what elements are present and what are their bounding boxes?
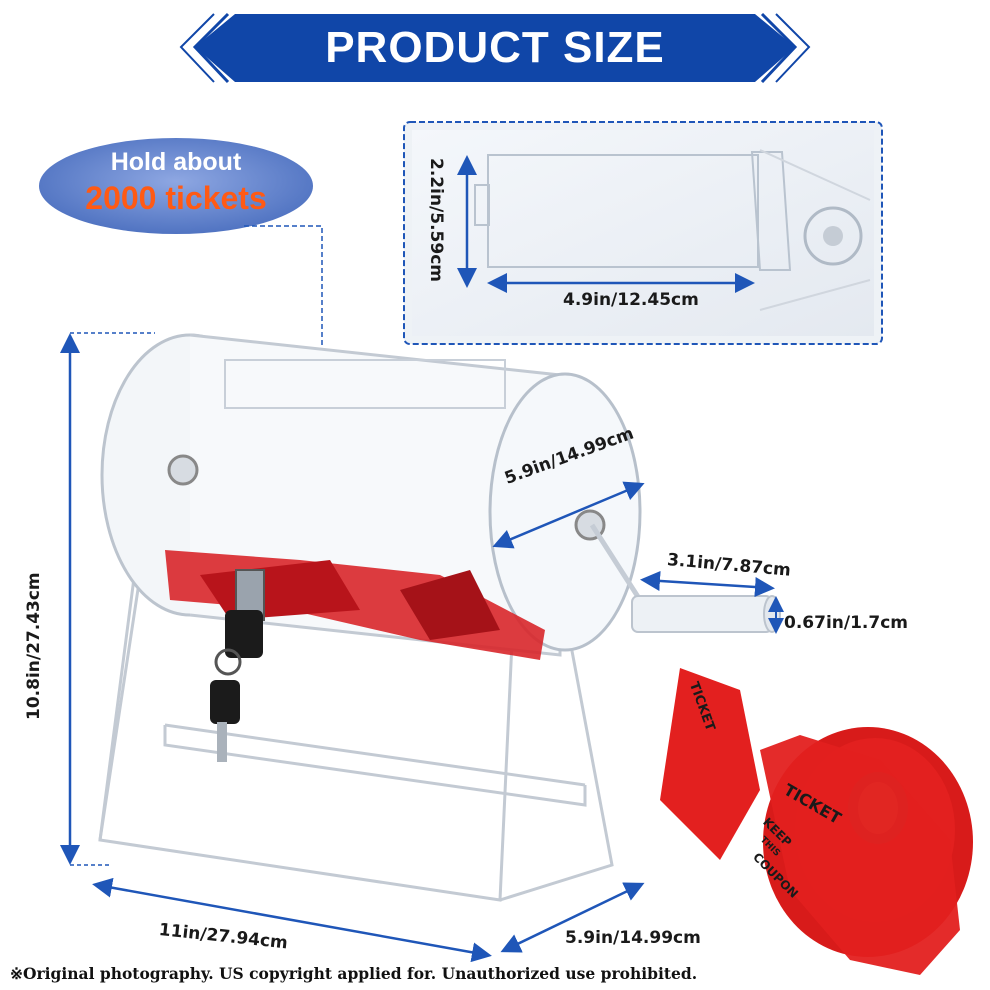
- base-width-arrow: [92, 877, 492, 963]
- callout-line1: Hold about: [110, 148, 242, 176]
- handle-diameter-label: 0.67in/1.7cm: [784, 613, 908, 633]
- lock-and-keys: [210, 569, 265, 762]
- product-size-banner: [179, 12, 811, 84]
- copyright-notice: ※Original photography. US copyright appl…: [10, 964, 698, 983]
- slot-width-label: 4.9in/12.45cm: [563, 290, 699, 310]
- handle-length-arrow: [640, 570, 775, 598]
- slot-detail-inset: [403, 121, 883, 345]
- base-depth-label: 5.9in/14.99cm: [565, 928, 701, 948]
- total-height-label: 10.8in/27.43cm: [24, 572, 44, 720]
- banner-title: PRODUCT SIZE: [325, 23, 665, 72]
- base-depth-arrow: [500, 882, 645, 953]
- ticket-roll: [660, 668, 973, 975]
- capacity-callout: [39, 138, 313, 234]
- callout-line2: 2000 tickets: [85, 180, 267, 216]
- drum-diameter-arrow: [492, 481, 645, 549]
- slot-height-label: 2.2in/5.59cm: [426, 158, 446, 282]
